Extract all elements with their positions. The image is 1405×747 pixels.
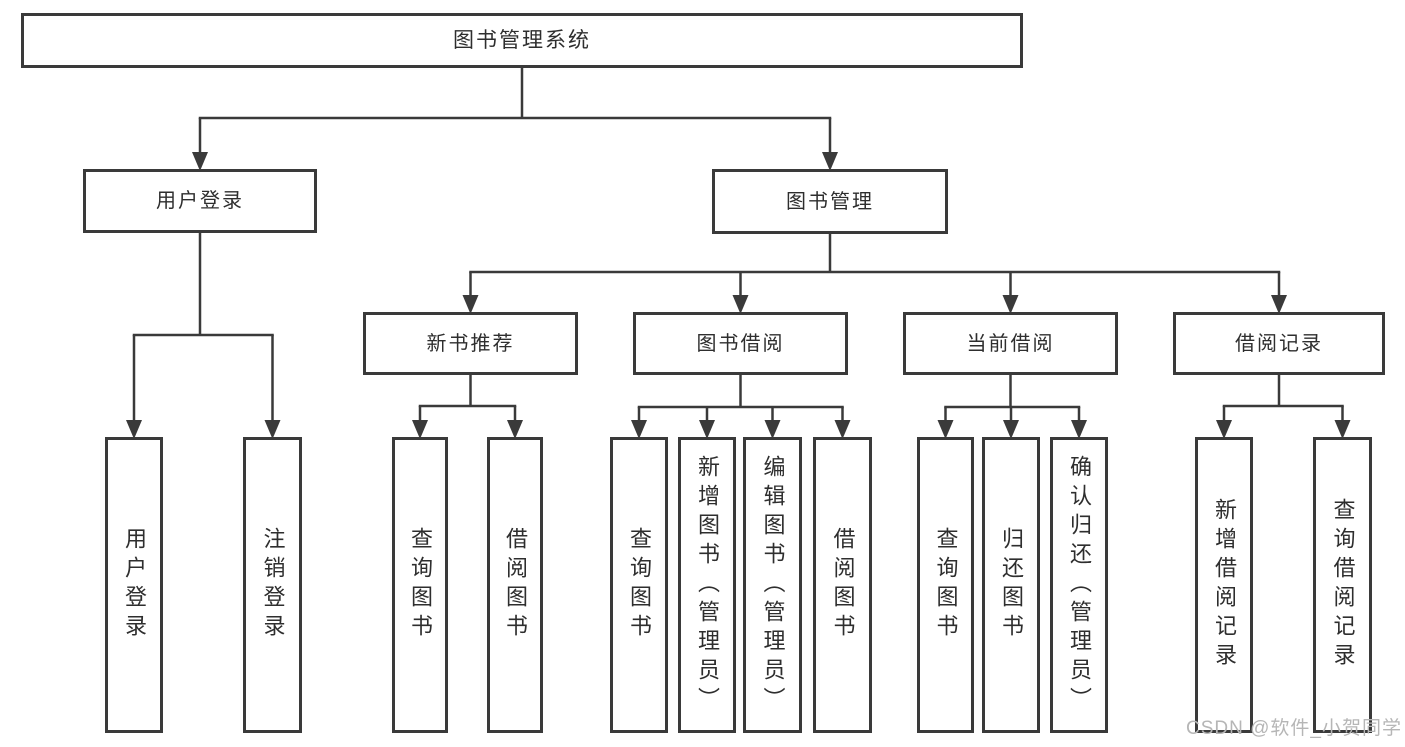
node-label: 注销登录 (260, 527, 286, 643)
node-leaf-nbr-query: 查询图书 (392, 437, 448, 733)
node-new-book-rec: 新书推荐 (363, 312, 578, 375)
node-label: 新书推荐 (426, 332, 515, 355)
node-user-login: 用户登录 (83, 169, 317, 233)
node-leaf-cb-confirm: 确认归还（管理员） (1050, 437, 1108, 733)
node-leaf-br-query: 查询借阅记录 (1313, 437, 1372, 733)
node-leaf-nbr-borrow: 借阅图书 (487, 437, 543, 733)
node-leaf-bb-add: 新增图书（管理员） (678, 437, 736, 733)
node-label: 查询图书 (627, 527, 652, 643)
node-leaf-cb-query: 查询图书 (917, 437, 974, 733)
watermark-text: CSDN @软件_小贺同学 (1186, 718, 1402, 739)
node-label: 确认归还（管理员） (1067, 454, 1092, 716)
node-label: 当前借阅 (966, 332, 1055, 355)
node-label: 图书管理 (786, 190, 874, 213)
node-label: 用户登录 (122, 527, 147, 643)
node-label: 借阅图书 (830, 527, 856, 643)
node-leaf-cb-return: 归还图书 (982, 437, 1040, 733)
node-leaf-bb-query: 查询图书 (610, 437, 668, 733)
node-leaf-bb-edit: 编辑图书（管理员） (743, 437, 802, 733)
node-leaf-logout: 注销登录 (243, 437, 302, 733)
node-label: 图书借阅 (696, 332, 785, 355)
node-label: 查询图书 (933, 527, 959, 643)
node-label: 图书管理系统 (453, 29, 591, 52)
node-label: 用户登录 (156, 190, 244, 212)
node-label: 借阅图书 (503, 527, 528, 643)
node-borrow-record: 借阅记录 (1173, 312, 1385, 375)
node-label: 查询图书 (408, 527, 433, 643)
node-label: 新增图书（管理员） (695, 454, 720, 716)
node-label: 借阅记录 (1235, 332, 1323, 355)
node-label: 编辑图书（管理员） (760, 454, 786, 716)
node-book-mgmt: 图书管理 (712, 169, 948, 234)
node-leaf-bb-borrow: 借阅图书 (813, 437, 872, 733)
node-label: 新增借阅记录 (1212, 498, 1237, 672)
node-leaf-user-login: 用户登录 (105, 437, 163, 733)
node-root: 图书管理系统 (21, 13, 1023, 68)
node-current-borrow: 当前借阅 (903, 312, 1118, 375)
node-book-borrow: 图书借阅 (633, 312, 848, 375)
node-label: 查询借阅记录 (1330, 498, 1356, 672)
node-leaf-br-add: 新增借阅记录 (1195, 437, 1253, 733)
node-label: 归还图书 (999, 527, 1024, 643)
